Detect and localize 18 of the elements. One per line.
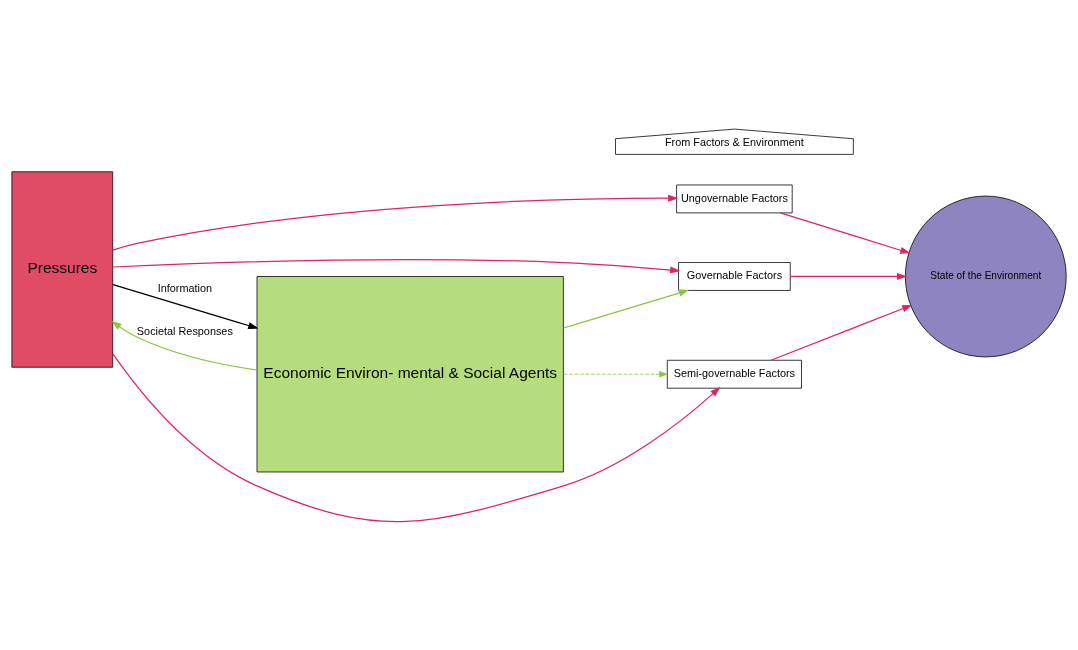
node-box: Semi-governable Factors <box>666 359 802 389</box>
node-box: Ungovernable Factors <box>676 184 793 213</box>
arrow <box>112 194 679 251</box>
arrow <box>779 211 911 254</box>
edge-label: Societal Responses <box>136 324 233 337</box>
node-circle: State of the Environment <box>904 195 1067 357</box>
node-box: Pressures <box>11 170 114 368</box>
node-box: Economic Environ- mental & Social Agents <box>256 275 564 472</box>
arrow <box>112 258 681 274</box>
arrow <box>112 352 721 522</box>
arrow <box>562 289 689 329</box>
edge-label: Information <box>157 281 213 294</box>
node-box: Governable Factors <box>678 261 791 291</box>
arrow <box>563 370 668 377</box>
arrow <box>789 272 908 280</box>
arrow <box>770 304 913 361</box>
arrow <box>111 320 258 370</box>
arrow <box>112 283 259 329</box>
